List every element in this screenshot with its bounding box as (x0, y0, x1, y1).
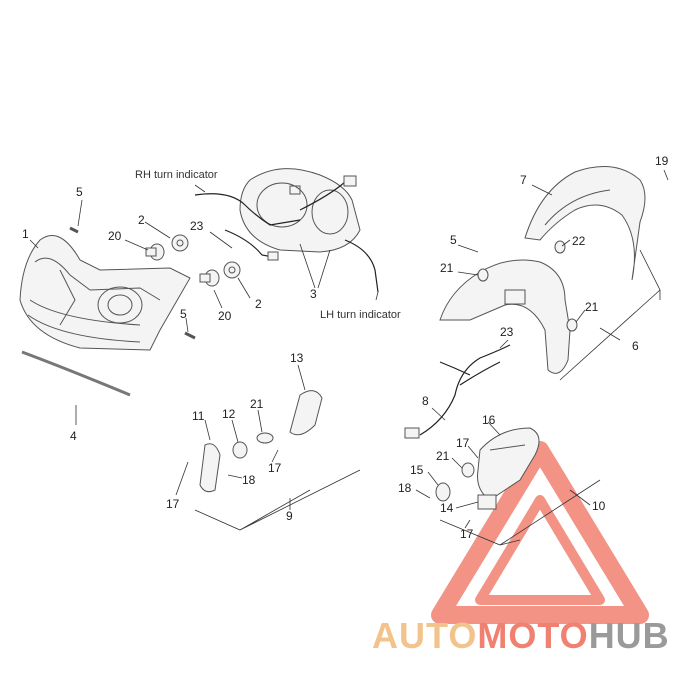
bulb-21-lower (461, 462, 475, 478)
watermark-text-auto: AUTO (372, 615, 477, 656)
bulb-20-lower (199, 269, 220, 287)
callout-20-lower: 20 (218, 309, 232, 323)
callout-3: 3 (310, 287, 317, 301)
callout-9: 9 (286, 509, 293, 523)
plate-14 (477, 494, 497, 510)
callout-17-indicator-right: 17 (268, 461, 282, 475)
callout-15: 15 (410, 463, 424, 477)
bulb-22 (554, 240, 566, 254)
wiring-harness-upper (194, 175, 379, 293)
watermark-text-moto: MOTO (477, 615, 588, 656)
callout-2-lower: 2 (255, 297, 262, 311)
callout-13: 13 (290, 351, 304, 365)
wiring-harness-8 (404, 344, 511, 439)
watermark-text-hub: HUB (589, 615, 670, 656)
bulb-15 (435, 482, 451, 502)
group-line-6 (559, 249, 661, 381)
bulb-12 (232, 441, 248, 459)
callout-22: 22 (572, 234, 586, 248)
group-line-9 (194, 469, 361, 531)
callout-10: 10 (592, 499, 606, 513)
callout-20-upper: 20 (108, 229, 122, 243)
callout-21-indicator: 21 (250, 397, 264, 411)
caption-rh-turn-indicator: RH turn indicator (135, 169, 218, 181)
leader-lines (29, 169, 669, 529)
callout-6: 6 (632, 339, 639, 353)
callout-16: 16 (482, 413, 496, 427)
callout-18-right: 18 (398, 481, 412, 495)
bulb-21-small (256, 432, 274, 444)
tail-lamp-assembly-16 (477, 427, 540, 501)
socket-2-lower (223, 261, 241, 279)
callout-12: 12 (222, 407, 236, 421)
group-line-10 (439, 479, 601, 546)
headlight-housing (19, 235, 191, 351)
callout-21-frame-left: 21 (440, 261, 454, 275)
callout-18-left: 18 (242, 473, 256, 487)
callout-14: 14 (440, 501, 454, 515)
socket-2-upper (171, 234, 189, 252)
callout-5-upper-left: 5 (76, 185, 83, 199)
bulb-21-right (566, 318, 578, 332)
callout-5-right: 5 (450, 233, 457, 247)
trim-strip (21, 350, 131, 397)
watermark-text: AUTOMOTOHUB (372, 615, 670, 656)
callout-17-indicator-left: 17 (166, 497, 180, 511)
callout-5-lower-left: 5 (180, 307, 187, 321)
screw-5-upper (69, 226, 79, 234)
turn-indicator-housing (239, 168, 361, 253)
callout-1: 1 (22, 227, 29, 241)
callout-21-tail: 21 (436, 449, 450, 463)
callout-23-right: 23 (500, 325, 514, 339)
callout-17-tail-lower: 17 (460, 527, 474, 541)
bulb-20-upper (145, 243, 165, 261)
caption-lh-turn-indicator: LH turn indicator (320, 309, 401, 321)
callout-23-left: 23 (190, 219, 204, 233)
tail-light-frame-6 (439, 259, 571, 374)
bulb-21-left (477, 268, 489, 282)
callout-21-frame-right: 21 (585, 300, 599, 314)
indicator-housing-13 (289, 390, 323, 436)
callout-8: 8 (422, 394, 429, 408)
screw-5-lower (184, 331, 196, 340)
rear-reflector-7 (524, 166, 646, 281)
callout-11: 11 (192, 409, 205, 423)
callout-labels: 1 5 2 20 23 2 20 5 4 3 19 7 5 21 22 21 6… (22, 154, 669, 541)
watermark-logo-graphic (431, 441, 649, 624)
callout-17-tail-upper: 17 (456, 436, 470, 450)
callout-7: 7 (520, 173, 527, 187)
callout-2-upper: 2 (138, 213, 145, 227)
indicator-lens-11 (199, 443, 221, 493)
callout-4: 4 (70, 429, 77, 443)
callout-19: 19 (655, 154, 669, 168)
